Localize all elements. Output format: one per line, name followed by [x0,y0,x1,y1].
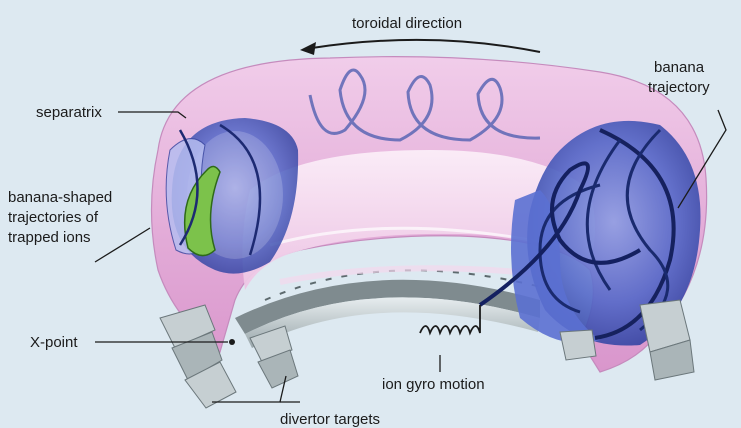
label-separatrix: separatrix [36,104,102,121]
label-divertor-targets: divertor targets [280,411,380,428]
label-toroidal-direction: toroidal direction [352,15,462,32]
label-x-point: X-point [30,334,78,351]
x-point-dot [229,339,235,345]
label-ion-gyro-motion: ion gyro motion [382,376,485,393]
label-banana-shaped-3: trapped ions [8,229,91,246]
label-banana-shaped-1: banana-shaped [8,189,112,206]
label-banana-trajectory-2: trajectory [648,79,710,96]
label-banana-trajectory-1: banana [654,59,705,76]
label-banana-shaped-2: trajectories of [8,209,99,226]
